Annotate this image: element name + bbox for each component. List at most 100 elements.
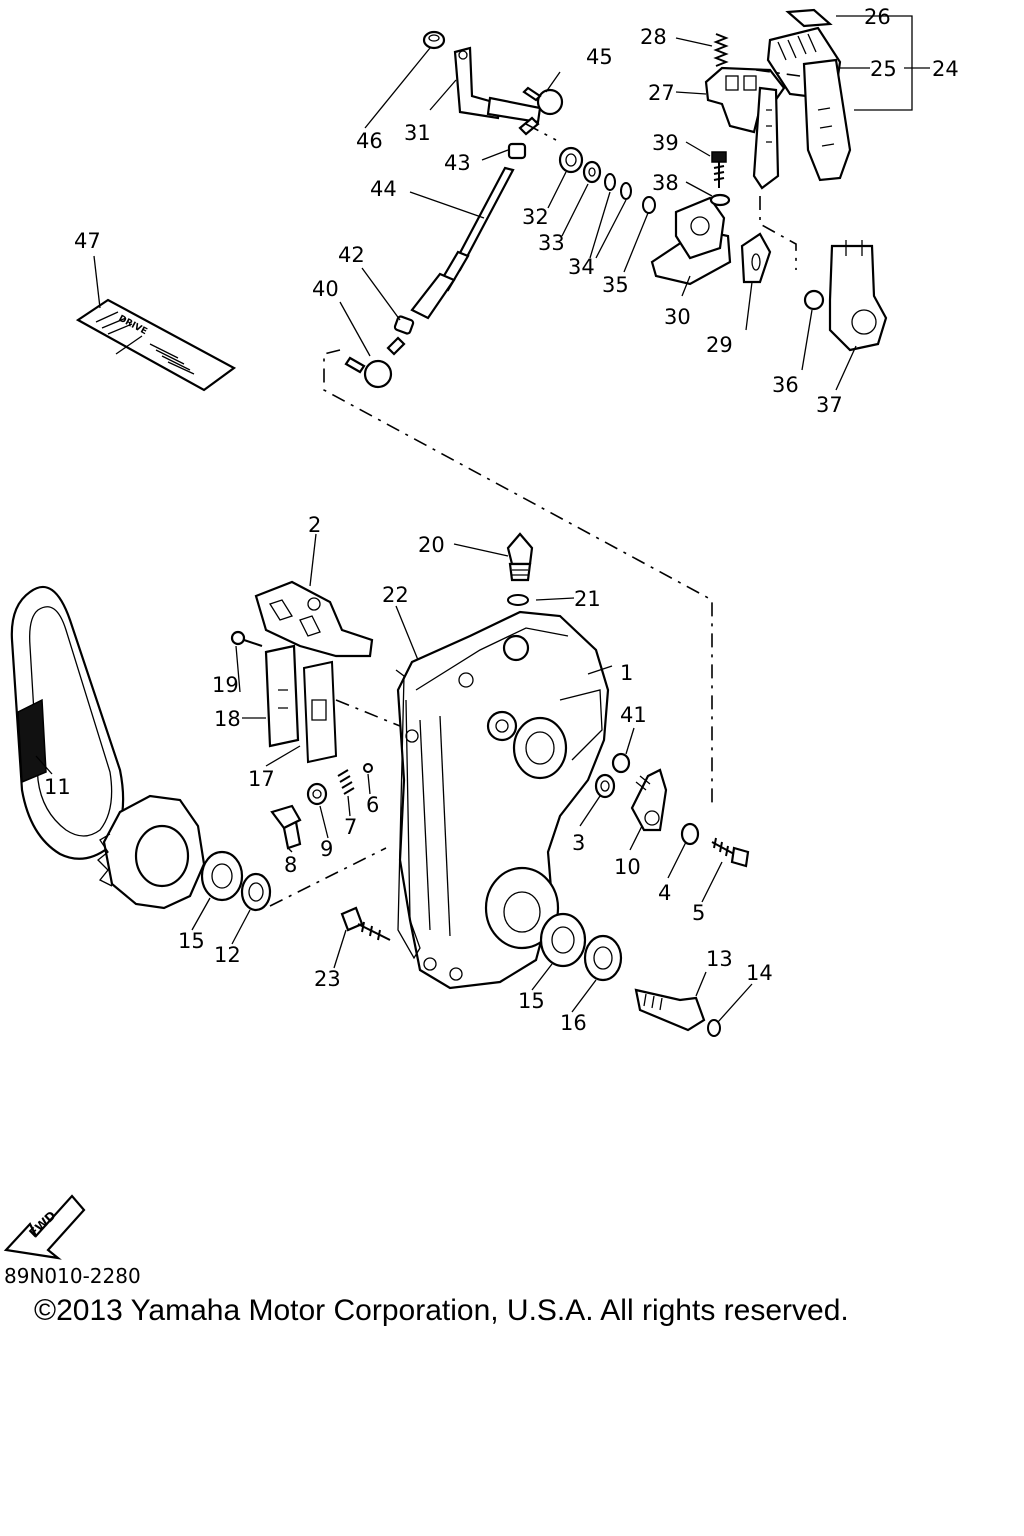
callout-31: 31 [404, 121, 431, 145]
part-16-oil-seal [583, 934, 623, 982]
callout-47: 47 [74, 229, 101, 253]
callout-14: 14 [746, 961, 773, 985]
callout-23: 23 [314, 967, 341, 991]
callout-35: 35 [602, 273, 629, 297]
part-4-washer [680, 822, 700, 846]
part-13-output-shaft [634, 988, 706, 1032]
callout-6: 6 [366, 793, 379, 817]
callout-44: 44 [370, 177, 397, 201]
part-40-ball-joint [344, 336, 406, 389]
part-26-cap [785, 8, 833, 28]
part-5-bolt [711, 837, 750, 868]
callout-2: 2 [308, 513, 321, 537]
callout-42: 42 [338, 243, 365, 267]
assembly-line-rod [323, 349, 713, 808]
callout-9: 9 [320, 837, 333, 861]
leader-lines [35, 15, 930, 1023]
callout-10: 10 [614, 855, 641, 879]
callout-45: 45 [586, 45, 613, 69]
callout-38: 38 [652, 171, 679, 195]
callout-12: 12 [214, 943, 241, 967]
part-11-drive-chain [10, 586, 125, 860]
callout-16: 16 [560, 1011, 587, 1035]
part-8-bolt [270, 804, 302, 850]
part-19-screw [230, 630, 263, 647]
callout-17: 17 [248, 767, 275, 791]
part-10-shift-arm [630, 768, 668, 832]
part-34-o-rings [604, 173, 632, 200]
callout-19: 19 [212, 673, 239, 697]
callout-43: 43 [444, 151, 471, 175]
part-23-bolt [340, 906, 391, 941]
callout-27: 27 [648, 81, 675, 105]
part-3-collar [594, 773, 616, 799]
part-7-spring [337, 769, 355, 795]
callout-34: 34 [568, 255, 595, 279]
part-28-spring [713, 33, 729, 67]
callout-39: 39 [652, 131, 679, 155]
callout-13: 13 [706, 947, 733, 971]
part-32-collar [558, 146, 584, 174]
part-14-o-ring [707, 1019, 721, 1037]
assembly-line-lever [759, 196, 797, 270]
assembly-line-arm [525, 123, 557, 141]
callout-3: 3 [572, 831, 585, 855]
part-1-gear-case [396, 610, 610, 990]
part-31-shift-arm [453, 46, 542, 124]
callout-11: 11 [44, 775, 71, 799]
callout-41: 41 [620, 703, 647, 727]
part-42-nut [393, 315, 415, 335]
part-39-bolt [711, 151, 727, 188]
part-21-o-ring [507, 594, 529, 606]
assembly-line-case [269, 847, 387, 907]
part-22-gasket [395, 669, 421, 960]
part-2-shift-shaft [254, 580, 374, 658]
part-24-shift-lever-assy [766, 26, 852, 182]
part-37-cover [828, 240, 888, 352]
callout-15-lower: 15 [518, 989, 545, 1013]
callout-5: 5 [692, 901, 705, 925]
callout-46: 46 [356, 129, 383, 153]
part-44-shift-rod [410, 166, 515, 320]
part-35-washer [642, 196, 656, 214]
callout-26: 26 [864, 5, 891, 29]
part-47-drive-decal: DRIVE [75, 298, 237, 392]
part-27-lever-bracket [704, 66, 786, 190]
callout-28: 28 [640, 25, 667, 49]
assembly-line-plate [335, 699, 401, 727]
callout-40: 40 [312, 277, 339, 301]
part-38-washer [709, 193, 731, 207]
callout-15-upper: 15 [178, 929, 205, 953]
callout-25: 25 [870, 57, 897, 81]
diagram-code: 89N010-2280 [4, 1264, 141, 1288]
callout-29: 29 [706, 333, 733, 357]
callout-32: 32 [522, 205, 549, 229]
callout-8: 8 [284, 853, 297, 877]
copyright-notice: ©2013 Yamaha Motor Corporation, U.S.A. A… [34, 1294, 849, 1327]
callout-18: 18 [214, 707, 241, 731]
callout-36: 36 [772, 373, 799, 397]
part-6-ball [363, 763, 373, 773]
part-15-bearing-lower [539, 912, 587, 968]
part-43-nut [507, 142, 527, 160]
part-29-plate [740, 232, 772, 284]
assembly-line-cover [755, 69, 801, 77]
part-36-nut [803, 289, 825, 311]
callout-33: 33 [538, 231, 565, 255]
part-17-gasket [302, 660, 338, 764]
callout-labels: 1 2 3 4 5 6 7 8 9 10 11 12 13 14 15 15 1… [44, 5, 959, 1035]
part-33-washer [582, 160, 602, 184]
part-18-plate [264, 644, 300, 748]
callout-37: 37 [816, 393, 843, 417]
callout-20: 20 [418, 533, 445, 557]
part-41-nut [611, 752, 631, 774]
part-15-bearing [200, 850, 244, 902]
part-30-bracket [650, 196, 732, 286]
part-12-oil-seal [240, 872, 272, 912]
callout-21: 21 [574, 587, 601, 611]
fwd-arrow-icon: FWD [3, 1194, 86, 1260]
callout-7: 7 [344, 815, 357, 839]
part-9-washer [306, 782, 328, 806]
callout-4: 4 [658, 881, 671, 905]
